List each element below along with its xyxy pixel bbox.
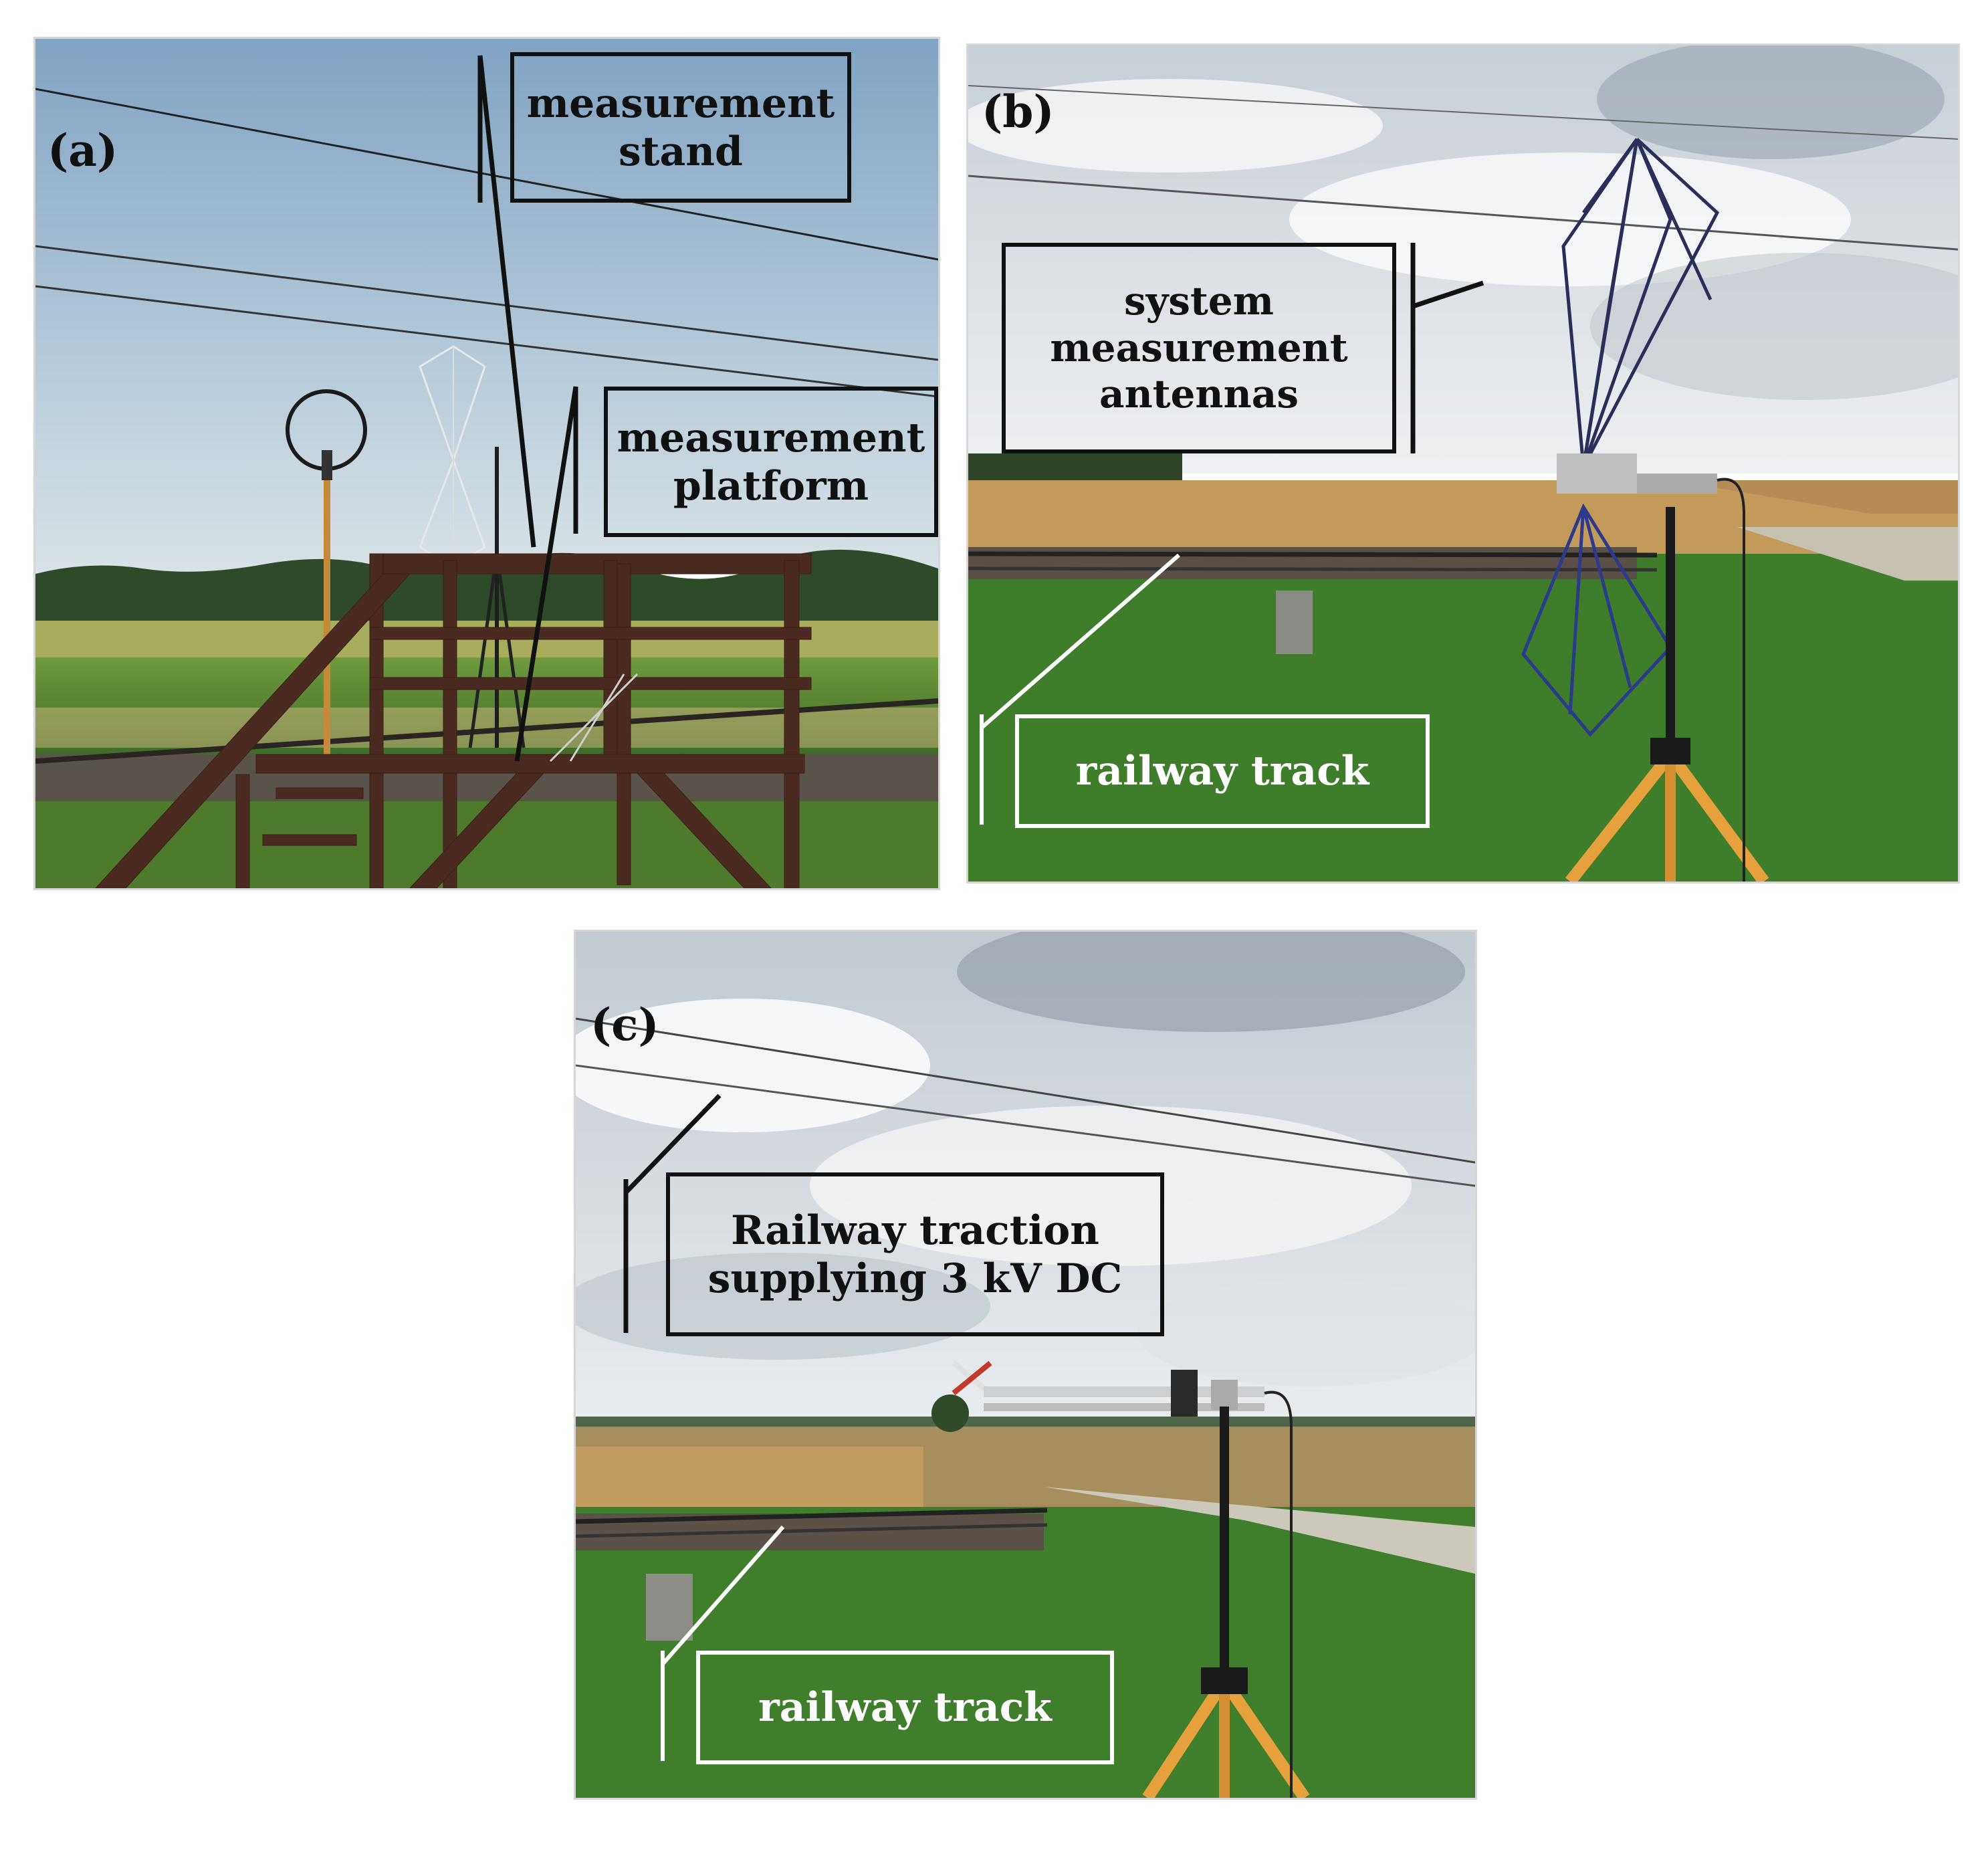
label-line: railway track xyxy=(1075,748,1369,795)
label-line: railway track xyxy=(758,1684,1052,1731)
label-system-measurement-antennas: system measurement antennas xyxy=(1002,243,1396,453)
label-line: stand xyxy=(619,128,743,175)
panel-c: (c) Railway traction supplying 3 kV DC r… xyxy=(574,930,1477,1800)
panel-label-c: (c) xyxy=(590,999,659,1051)
label-measurement-stand: measurement stand xyxy=(510,52,851,203)
label-railway-track-c: railway track xyxy=(696,1651,1114,1764)
label-railway-track-b: railway track xyxy=(1015,714,1430,828)
label-line: measurement xyxy=(617,414,925,461)
panel-label-a: (a) xyxy=(47,124,118,177)
label-line: measurement xyxy=(526,80,835,127)
panel-b: (b) system measurement antennas railway … xyxy=(966,43,1960,884)
label-line: system xyxy=(1123,278,1275,324)
label-line: platform xyxy=(673,462,869,510)
label-line: supplying 3 kV DC xyxy=(707,1255,1123,1302)
photo-railway-traction xyxy=(576,932,1475,1798)
label-line: antennas xyxy=(1099,371,1299,417)
panel-label-b: (b) xyxy=(982,86,1055,138)
panel-a: (a) measurement stand measurement platfo… xyxy=(33,37,940,890)
label-railway-traction: Railway traction supplying 3 kV DC xyxy=(666,1172,1164,1336)
label-measurement-platform: measurement platform xyxy=(604,387,938,537)
label-line: measurement xyxy=(1050,324,1348,371)
label-line: Railway traction xyxy=(731,1207,1099,1254)
